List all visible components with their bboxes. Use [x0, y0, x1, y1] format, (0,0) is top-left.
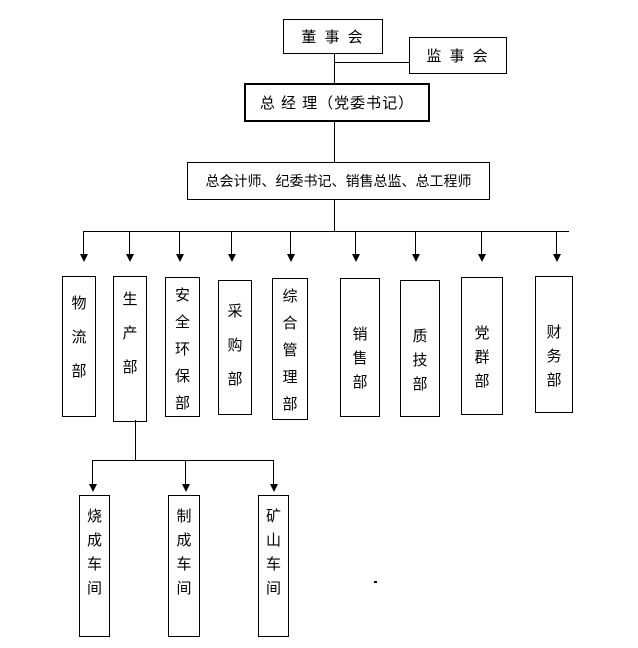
down-arrow-icon	[79, 232, 88, 262]
senior-staff-box: 总会计师、纪委书记、销售总监、总工程师	[187, 162, 490, 200]
down-arrow-icon	[351, 232, 360, 262]
down-arrow-icon	[175, 232, 184, 262]
down-arrow-icon	[269, 461, 278, 492]
connector-board-supervisory	[334, 62, 409, 63]
down-arrow-icon	[411, 232, 420, 262]
department-box-purchasing: 采购部	[218, 280, 252, 415]
department-box-quality-tech: 质技部	[400, 280, 440, 417]
department-box-sales: 销售部	[340, 278, 380, 417]
department-box-general-management: 综合管理部	[272, 278, 308, 420]
connector-workshops-bus	[92, 460, 274, 461]
down-arrow-icon	[125, 232, 134, 262]
down-arrow-icon	[552, 232, 561, 262]
connector-departments-bus	[83, 231, 569, 232]
connector-staff-bus	[334, 199, 335, 232]
department-box-logistics: 物流部	[62, 276, 96, 417]
workshop-box-sintering: 烧成车间	[79, 495, 110, 637]
department-box-safety-environment: 安全环保部	[165, 277, 200, 417]
down-arrow-icon	[227, 232, 236, 262]
down-arrow-icon	[88, 461, 97, 492]
general-manager-box: 总 经 理（党委书记）	[244, 83, 430, 122]
workshop-box-finishing: 制成车间	[168, 495, 200, 637]
connector-gm-staff	[334, 121, 335, 162]
department-box-production: 生产部	[113, 276, 147, 422]
connector-board-gm	[334, 54, 335, 83]
connector-production-drop	[135, 420, 136, 461]
down-arrow-icon	[181, 461, 190, 492]
department-box-party-masses: 党群部	[461, 277, 503, 415]
stray-dot	[374, 581, 377, 583]
down-arrow-icon	[477, 232, 486, 262]
supervisory-board-box: 监 事 会	[409, 37, 507, 74]
department-box-finance: 财务部	[535, 276, 573, 413]
board-box: 董 事 会	[283, 19, 383, 54]
workshop-box-mining: 矿山车间	[258, 495, 289, 637]
down-arrow-icon	[286, 232, 295, 262]
